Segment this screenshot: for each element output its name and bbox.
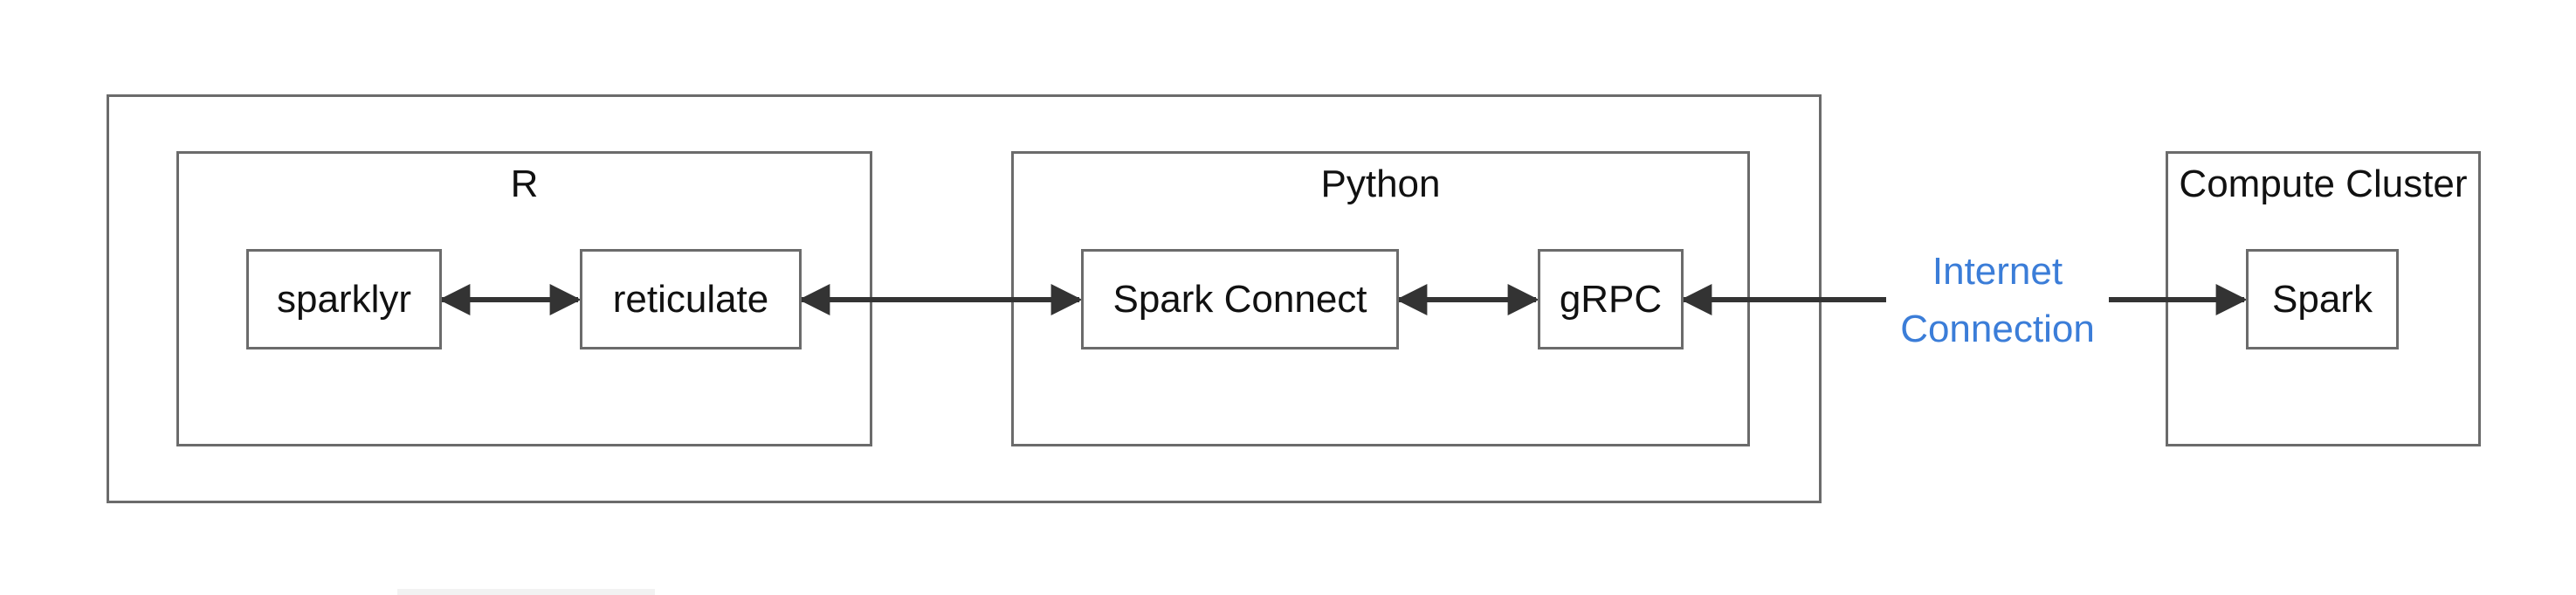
reticulate-node: reticulate [580,249,802,349]
sparklyr-label: sparklyr [276,277,412,321]
scroll-hint-bar [397,589,655,595]
compute-cluster-title: Compute Cluster [2179,163,2468,205]
spark-connect-label: Spark Connect [1112,277,1367,321]
r-group-title: R [510,163,539,205]
sparklyr-node: sparklyr [246,249,442,349]
spark-node: Spark [2246,249,2399,349]
spark-connect-node: Spark Connect [1081,249,1399,349]
spark-label: Spark [2272,277,2373,321]
python-group-title: Python [1320,163,1441,205]
internet-connection-line2: Connection [1900,308,2095,350]
grpc-label: gRPC [1559,277,1663,321]
grpc-node: gRPC [1538,249,1684,349]
internet-connection-line1: Internet [1932,250,2063,293]
internet-connection-label: Internet Connection [1886,243,2109,358]
reticulate-label: reticulate [612,277,769,321]
